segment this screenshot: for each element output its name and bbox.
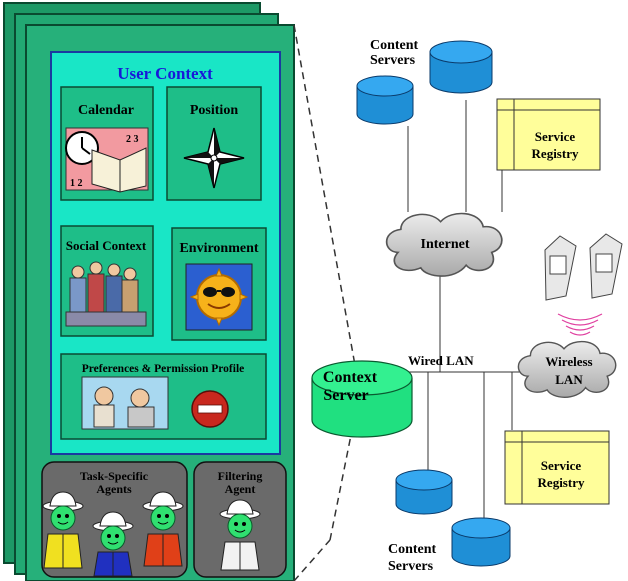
- pda-device-icon: [544, 233, 623, 301]
- user-context-title: User Context: [117, 64, 213, 83]
- context-server-label-line2: Server: [323, 387, 368, 404]
- svg-text:2 3: 2 3: [126, 134, 139, 145]
- calendar-icon: 2 3 1 2: [65, 127, 149, 193]
- family-photo-icon: [81, 376, 169, 430]
- svg-text:1 2: 1 2: [70, 178, 83, 189]
- social-context-box: Social Context: [60, 225, 154, 337]
- filtering-agent-label-line1: Filtering: [218, 469, 263, 483]
- service-registry-bottom-label-line1: Service: [541, 458, 582, 473]
- preferences-label: Preferences & Permission Profile: [82, 363, 245, 375]
- agent-blue-icon: [92, 511, 134, 577]
- dashed-connectors: [293, 24, 359, 581]
- context-server-label-line1: Context: [323, 369, 378, 386]
- task-agents-label-line2: Agents: [96, 482, 132, 496]
- internet-label: Internet: [421, 237, 470, 252]
- position-box: Position: [166, 86, 262, 201]
- social-context-label: Social Context: [66, 238, 147, 253]
- environment-label: Environment: [179, 241, 258, 256]
- agent-white-icon: [219, 499, 261, 571]
- preferences-box: Preferences & Permission Profile: [60, 353, 267, 440]
- content-servers-top: Content Servers: [356, 38, 493, 125]
- server-database-icon: [451, 517, 511, 567]
- service-registry-bottom-label-line2: Registry: [538, 475, 585, 490]
- internet-cloud: Internet: [385, 212, 503, 277]
- environment-box: Environment: [171, 227, 267, 341]
- server-database-icon: [395, 469, 453, 515]
- service-registry-top-label-line1: Service: [535, 129, 576, 144]
- task-agents-label-line1: Task-Specific: [80, 469, 149, 483]
- server-database-icon: [429, 40, 493, 94]
- calendar-label: Calendar: [78, 103, 134, 118]
- agent-red-icon: [142, 491, 184, 567]
- agent-yellow-icon: [42, 491, 84, 569]
- content-servers-bottom-label-line2: Servers: [388, 559, 434, 574]
- content-servers-bottom-label-line1: Content: [388, 542, 437, 557]
- no-entry-sign-icon: [191, 390, 229, 428]
- position-label: Position: [190, 103, 238, 118]
- filtering-agent-panel: Filtering Agent: [193, 461, 287, 578]
- service-registry-top: Service Registry: [496, 98, 601, 171]
- wireless-lan-cloud: Wireless LAN: [517, 340, 617, 399]
- task-specific-agents-panel: Task-Specific Agents: [41, 461, 188, 578]
- service-registry-top-label-line2: Registry: [532, 146, 579, 161]
- context-server: Context Server: [311, 360, 413, 438]
- wireless-lan-label-line2: LAN: [555, 372, 583, 387]
- wireless-signal-icon: [557, 313, 603, 336]
- service-registry-bottom: Service Registry: [504, 430, 610, 505]
- people-group-icon: [65, 261, 147, 327]
- wired-lan-label: Wired LAN: [408, 353, 474, 368]
- server-database-icon: [356, 75, 414, 125]
- filtering-agent-label-line2: Agent: [225, 482, 256, 496]
- content-servers-top-label-line2: Servers: [370, 53, 416, 68]
- content-servers-bottom: Content Servers: [388, 469, 511, 574]
- sun-with-sunglasses-icon: [185, 263, 253, 331]
- calendar-box: Calendar 2 3 1 2: [60, 86, 154, 201]
- compass-rose-icon: [183, 127, 245, 189]
- wireless-lan-label-line1: Wireless: [545, 354, 592, 369]
- content-servers-top-label-line1: Content: [370, 38, 419, 53]
